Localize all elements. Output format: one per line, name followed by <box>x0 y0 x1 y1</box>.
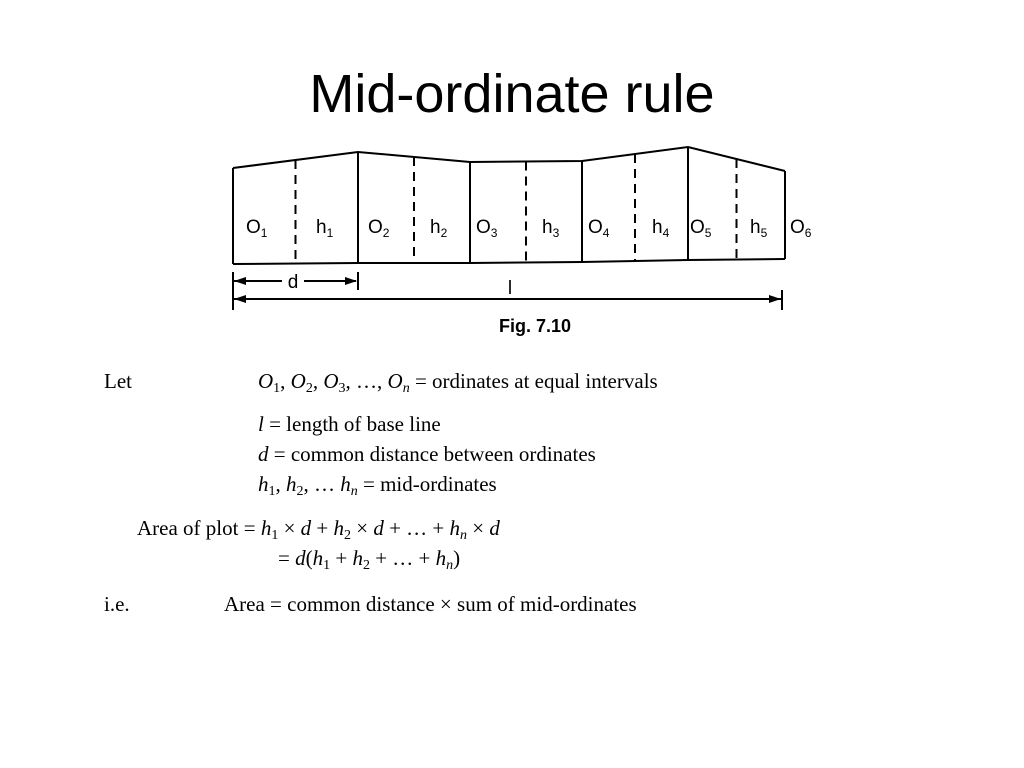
mid-ordinate-label: h2 <box>430 217 448 240</box>
subscript: n <box>446 558 454 573</box>
text-segment: , <box>312 369 324 393</box>
text-segment: ( <box>305 546 313 570</box>
text-segment: × <box>351 516 374 540</box>
ie-label: i.e. <box>104 591 130 617</box>
area-formula-simplified: = d(h1 + h2 + … + hn) <box>278 545 461 573</box>
let-label: Let <box>104 368 132 394</box>
math-variable: h <box>340 472 351 496</box>
ordinate-label: O6 <box>790 217 812 240</box>
math-variable: h <box>258 472 269 496</box>
math-variable: h <box>312 546 324 570</box>
mid-ordinate-label: h5 <box>750 217 768 240</box>
math-variable: O <box>258 369 274 393</box>
math-variable: d <box>489 516 500 540</box>
ordinate-label: O5 <box>690 217 712 240</box>
length-definition: l = length of base line <box>258 411 441 437</box>
text-segment: + … + <box>383 516 450 540</box>
math-variable: h <box>333 516 345 540</box>
math-variable: O <box>290 369 306 393</box>
subscript: 2 <box>296 484 304 499</box>
text-segment: + <box>311 516 334 540</box>
mid-ordinate-label: h4 <box>652 217 670 240</box>
math-variable: h <box>435 546 447 570</box>
math-variable: h <box>449 516 461 540</box>
mid-ordinate-label: h1 <box>316 217 334 240</box>
text-segment: Let <box>104 369 132 393</box>
text-segment: + <box>330 546 353 570</box>
text-segment: = length of base line <box>263 412 441 436</box>
math-variable: h <box>286 472 297 496</box>
top-boundary-line <box>232 145 786 172</box>
math-variable: O <box>387 369 403 393</box>
subscript: 2 <box>344 528 351 543</box>
math-variable: l <box>258 412 264 436</box>
ordinate-label: O3 <box>476 217 498 240</box>
text-segment: , <box>280 369 291 393</box>
ordinate-label: O1 <box>246 217 268 240</box>
text-segment: × <box>278 516 301 540</box>
math-variable: d <box>295 546 306 570</box>
ordinate-label: O2 <box>368 217 390 240</box>
text-segment: , <box>275 472 286 496</box>
arrow-left-icon <box>234 295 246 303</box>
subscript: n <box>460 528 468 543</box>
arrow-right-icon <box>345 277 357 285</box>
math-variable: d <box>373 516 384 540</box>
text-segment: Area of plot = <box>137 516 261 540</box>
math-variable: d <box>258 442 269 466</box>
text-segment: i.e. <box>104 592 130 616</box>
subscript: 2 <box>305 381 313 396</box>
text-segment: Area = common distance × sum of mid-ordi… <box>224 592 637 616</box>
subscript: 1 <box>268 484 276 499</box>
figure-caption: Fig. 7.10 <box>499 316 571 336</box>
math-variable: h <box>260 516 272 540</box>
text-segment: , … <box>303 472 341 496</box>
ordinate-label: O4 <box>588 217 610 240</box>
arrow-left-icon <box>234 277 246 285</box>
subscript: 1 <box>273 381 281 396</box>
subscript: 2 <box>362 558 370 573</box>
l-label: l <box>508 278 512 299</box>
math-variable: h <box>352 546 363 570</box>
subscript: n <box>350 484 358 499</box>
area-conclusion: Area = common distance × sum of mid-ordi… <box>224 591 637 617</box>
text-segment: = common distance between ordinates <box>268 442 596 466</box>
slide-title: Mid-ordinate rule <box>309 64 715 124</box>
ordinates-definition: O1, O2, O3, …, On = ordinates at equal i… <box>258 368 658 396</box>
text-segment: = ordinates at equal intervals <box>409 369 658 393</box>
subscript: 1 <box>271 528 279 543</box>
mid-ordinates-definition: h1, h2, … hn = mid-ordinates <box>258 471 497 499</box>
text-segment: × <box>467 516 490 540</box>
base-line <box>232 258 786 265</box>
text-segment: , …, <box>345 369 388 393</box>
text-segment: = <box>278 546 296 570</box>
d-label: d <box>288 272 299 293</box>
subscript: 3 <box>338 381 346 396</box>
mid-ordinate-label: h3 <box>542 217 560 240</box>
distance-definition: d = common distance between ordinates <box>258 441 596 467</box>
arrow-right-icon <box>769 295 781 303</box>
math-variable: d <box>300 516 312 540</box>
text-segment: ) <box>453 546 461 570</box>
subscript: n <box>402 381 410 396</box>
text-segment: + … + <box>369 546 436 570</box>
area-formula: Area of plot = h1 × d + h2 × d + … + hn … <box>137 515 500 543</box>
subscript: 1 <box>323 558 331 573</box>
text-segment: = mid-ordinates <box>357 472 497 496</box>
math-variable: O <box>323 369 339 393</box>
